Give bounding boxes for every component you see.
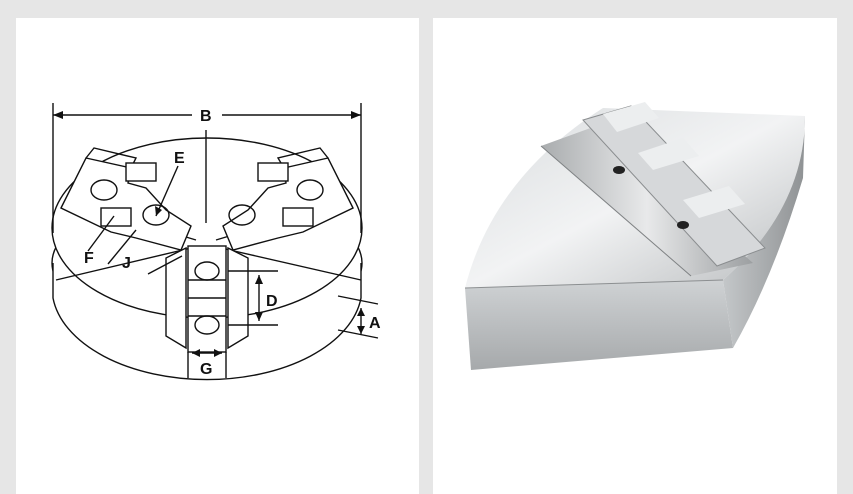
chuck-diagram-panel: B E F J D A G (16, 18, 419, 494)
soft-jaw-photo (464, 102, 805, 370)
label-j: J (122, 255, 131, 272)
chuck-dimension-diagram: B E F J D A G (51, 103, 381, 381)
label-d: D (266, 293, 278, 310)
label-e: E (174, 150, 185, 167)
label-b: B (200, 108, 212, 125)
label-g: G (200, 361, 212, 378)
label-f: F (84, 250, 94, 267)
label-a: A (369, 315, 381, 332)
jaw-photo-panel (433, 18, 837, 494)
